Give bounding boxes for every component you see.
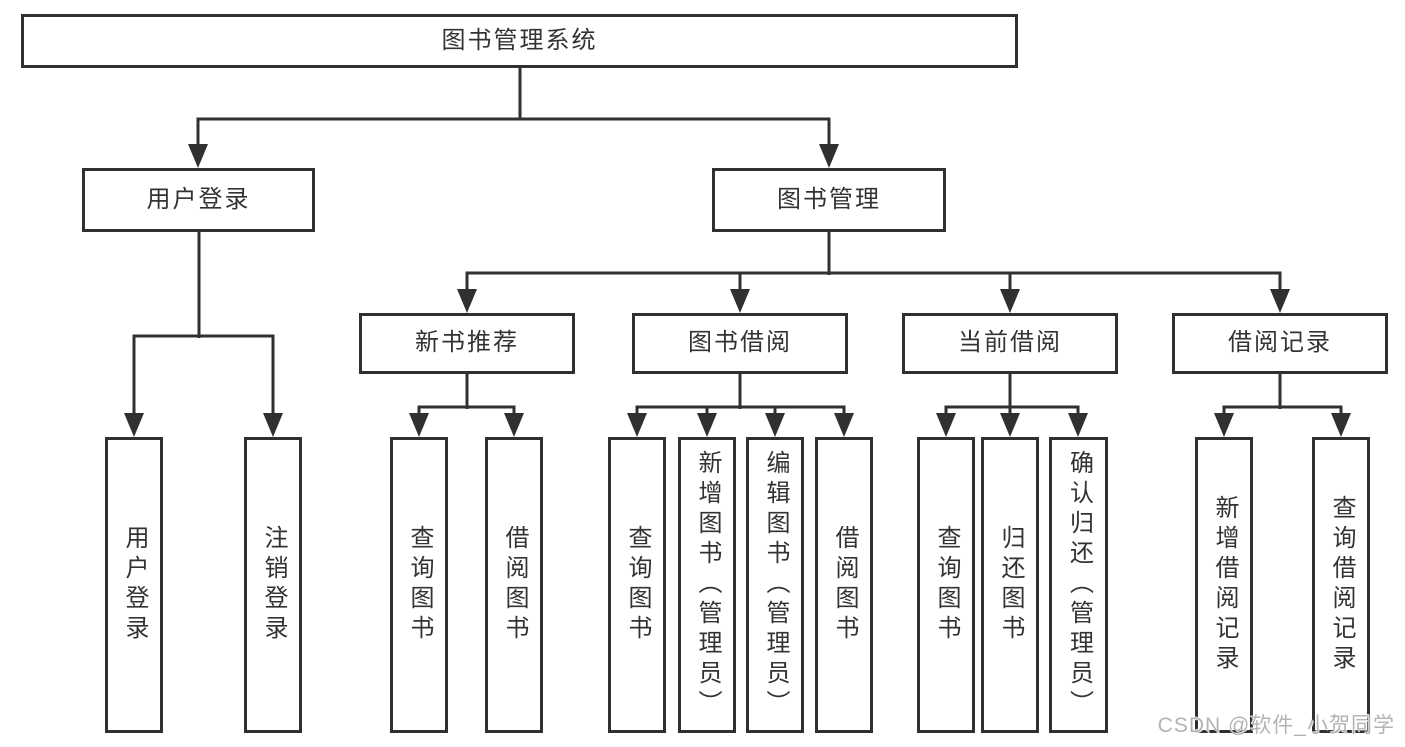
leaf-edit-books-admin: 编辑图书（管理员） [746, 437, 804, 733]
leaf-query-borrow-record: 查询借阅记录 [1312, 437, 1370, 733]
node-label: 归还图书 [997, 525, 1024, 645]
leaf-user-login: 用户登录 [105, 437, 163, 733]
node-label: 新增图书（管理员） [694, 450, 721, 720]
node-borrowing-records: 借阅记录 [1172, 313, 1388, 374]
node-label: 新书推荐 [415, 329, 519, 357]
node-label: 查询图书 [624, 525, 651, 645]
node-label: 借阅图书 [501, 525, 528, 645]
node-label: 编辑图书（管理员） [762, 450, 789, 720]
node-label: 借阅图书 [831, 525, 858, 645]
node-label: 新增借阅记录 [1211, 495, 1238, 675]
node-label: 图书管理 [777, 185, 881, 213]
leaf-borrow-books: 借阅图书 [815, 437, 873, 733]
node-label: 查询图书 [406, 525, 433, 645]
leaf-logout-login: 注销登录 [244, 437, 302, 733]
node-user-login: 用户登录 [82, 168, 315, 232]
node-label: 确认归还（管理员） [1065, 450, 1093, 720]
leaf-add-books-admin: 新增图书（管理员） [678, 437, 736, 733]
node-new-book-recommend: 新书推荐 [359, 313, 575, 374]
arrowheads [124, 144, 1351, 437]
leaf-query-books-recommend: 查询图书 [390, 437, 448, 733]
node-book-borrowing: 图书借阅 [632, 313, 848, 374]
node-current-borrowing: 当前借阅 [902, 313, 1118, 374]
node-label: 注销登录 [260, 525, 287, 645]
leaf-query-books-borrowing: 查询图书 [608, 437, 666, 733]
node-label: 用户登录 [121, 525, 148, 645]
csdn-watermark: CSDN @软件_小贺同学 [1157, 714, 1395, 737]
leaf-query-books-current: 查询图书 [917, 437, 975, 733]
node-label: 图书管理系统 [441, 26, 598, 54]
node-library-management-system: 图书管理系统 [21, 14, 1018, 68]
leaf-confirm-return-admin: 确认归还（管理员） [1049, 437, 1108, 733]
connector-path [132, 68, 1343, 414]
node-label: 借阅记录 [1228, 329, 1332, 357]
node-label: 当前借阅 [958, 329, 1062, 357]
node-label: 用户登录 [146, 185, 251, 213]
node-book-management: 图书管理 [712, 168, 946, 232]
leaf-add-borrow-record: 新增借阅记录 [1195, 437, 1253, 733]
leaf-borrow-books-recommend: 借阅图书 [485, 437, 543, 733]
node-label: 图书借阅 [688, 329, 792, 357]
leaf-return-books: 归还图书 [981, 437, 1039, 733]
node-label: 查询借阅记录 [1328, 495, 1355, 675]
node-label: 查询图书 [933, 525, 960, 645]
